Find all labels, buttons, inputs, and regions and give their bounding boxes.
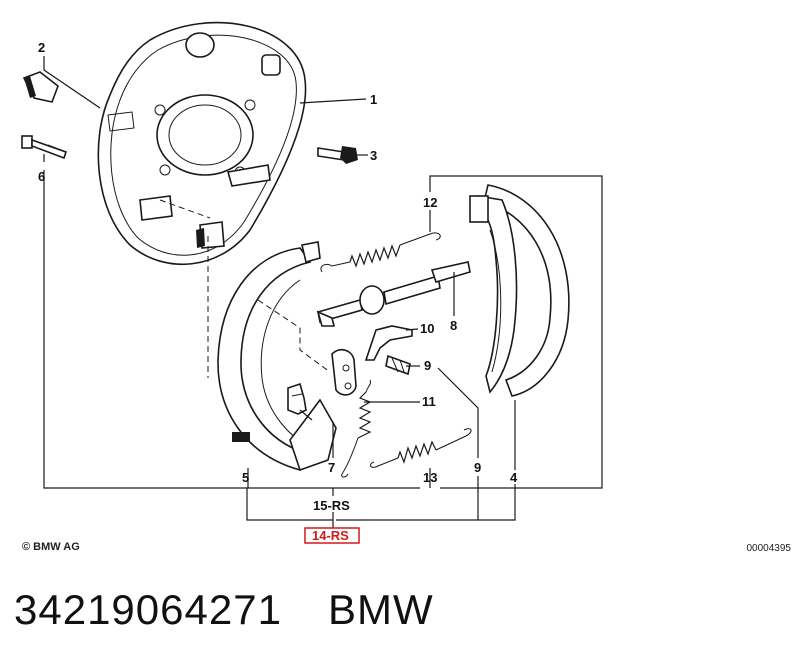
part-caption: 34219064271 BMW <box>14 586 480 634</box>
highlight-box-14-rs <box>304 527 360 544</box>
callout-5: 5 <box>242 470 249 485</box>
copyright-label: © BMW AG <box>22 541 80 553</box>
spring-part-13 <box>370 428 472 468</box>
callout-15-rs: 15-RS <box>313 498 350 513</box>
bolt-part-6 <box>21 135 68 160</box>
callout-14-rs: 14-RS <box>312 528 349 543</box>
plug-part-2 <box>22 71 59 103</box>
brake-shoe-right <box>469 184 570 397</box>
drawing-number: 00004395 <box>746 543 792 554</box>
part-number: 34219064271 <box>14 586 282 633</box>
assembly-line-c <box>159 199 211 219</box>
backing-plate <box>97 21 307 265</box>
callout-1: 1 <box>370 92 377 107</box>
screw-part-3 <box>317 146 358 164</box>
spring-part-11 <box>341 379 372 478</box>
exploded-parts-diagram: 1 2 3 4 5 6 7 8 9 9 10 11 12 13 15-RS 14… <box>21 21 603 544</box>
callout-3: 3 <box>370 148 377 163</box>
callout-2: 2 <box>38 40 45 55</box>
callout-12: 12 <box>423 195 437 210</box>
brand-name: BMW <box>327 586 434 633</box>
callout-4: 4 <box>510 470 518 485</box>
lever-part-10 <box>331 325 413 396</box>
callout-6: 6 <box>38 169 45 184</box>
assembly-line-b <box>257 299 331 373</box>
hold-down-part-7 <box>287 382 307 415</box>
callout-8: 8 <box>450 318 457 333</box>
spring-part-12 <box>320 232 441 273</box>
adjuster-part-8 <box>316 261 471 327</box>
callout-11: 11 <box>422 394 436 409</box>
leader-lines <box>43 56 603 528</box>
callout-13: 13 <box>423 470 437 485</box>
callout-9-upper: 9 <box>424 358 431 373</box>
callout-10: 10 <box>420 321 434 336</box>
clip-part-9 <box>385 354 411 376</box>
callout-7: 7 <box>328 460 335 475</box>
callout-9-lower: 9 <box>474 460 481 475</box>
brake-shoe-left <box>217 241 337 472</box>
